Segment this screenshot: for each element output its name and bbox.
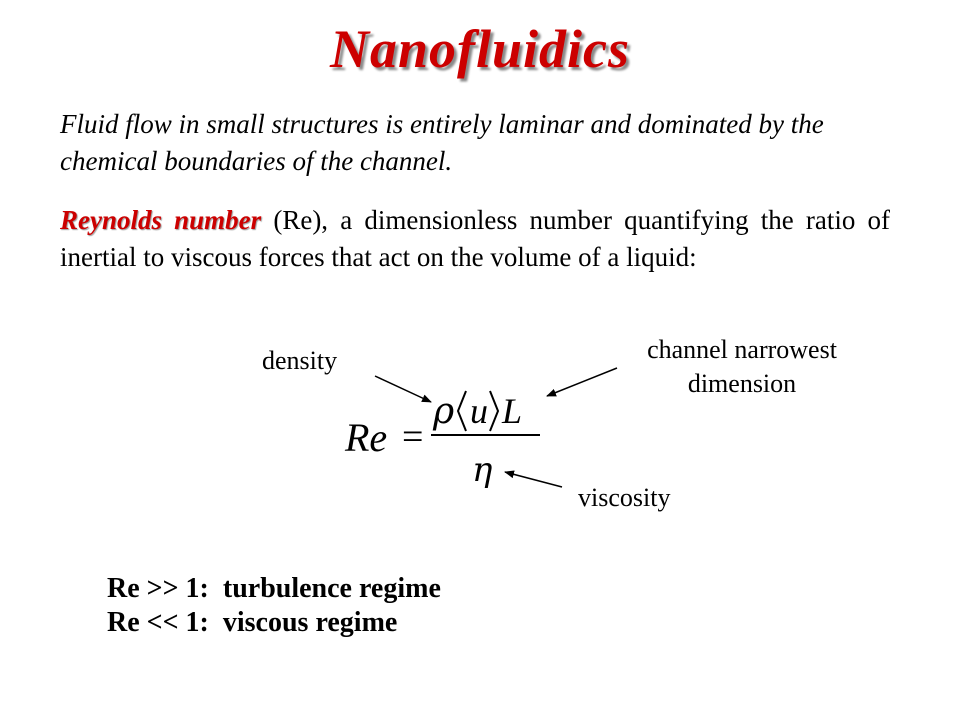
turbulence-regime: Re >> 1: turbulence regime — [107, 573, 441, 604]
formula-L: L — [501, 391, 522, 431]
slide-title: Nanofluidics — [329, 19, 631, 79]
reynolds-description: (Re), a dimensionless number quantifying… — [60, 205, 890, 272]
channel-arrow — [546, 367, 618, 397]
density-arrow — [374, 375, 432, 403]
reynolds-term: Reynolds number — [60, 205, 262, 235]
intro-text: Fluid flow in small structures is entire… — [60, 109, 824, 176]
formula-equals: = — [402, 416, 423, 458]
formula-eta: η — [472, 450, 493, 490]
reynolds-formula: Re = ρ u L η — [344, 390, 540, 490]
formula-lhs: Re — [344, 415, 387, 460]
regime-list: Re >> 1: turbulence regime Re << 1: visc… — [107, 572, 441, 640]
viscous-regime: Re << 1: viscous regime — [107, 607, 398, 638]
channel-label-line1: channel narrowest — [647, 335, 837, 364]
right-angle-bracket — [489, 390, 500, 432]
formula-rho: ρ — [432, 391, 454, 432]
reynolds-paragraph: Reynolds number (Re), a dimensionless nu… — [60, 202, 890, 276]
viscosity-arrow — [504, 470, 563, 488]
channel-dimension-label: channel narrowest dimension — [612, 333, 872, 401]
formula-u: u — [470, 391, 488, 431]
density-label: density — [262, 346, 338, 375]
channel-label-line2: dimension — [687, 369, 797, 398]
left-angle-bracket — [456, 390, 467, 432]
viscosity-label: viscosity — [578, 483, 671, 512]
